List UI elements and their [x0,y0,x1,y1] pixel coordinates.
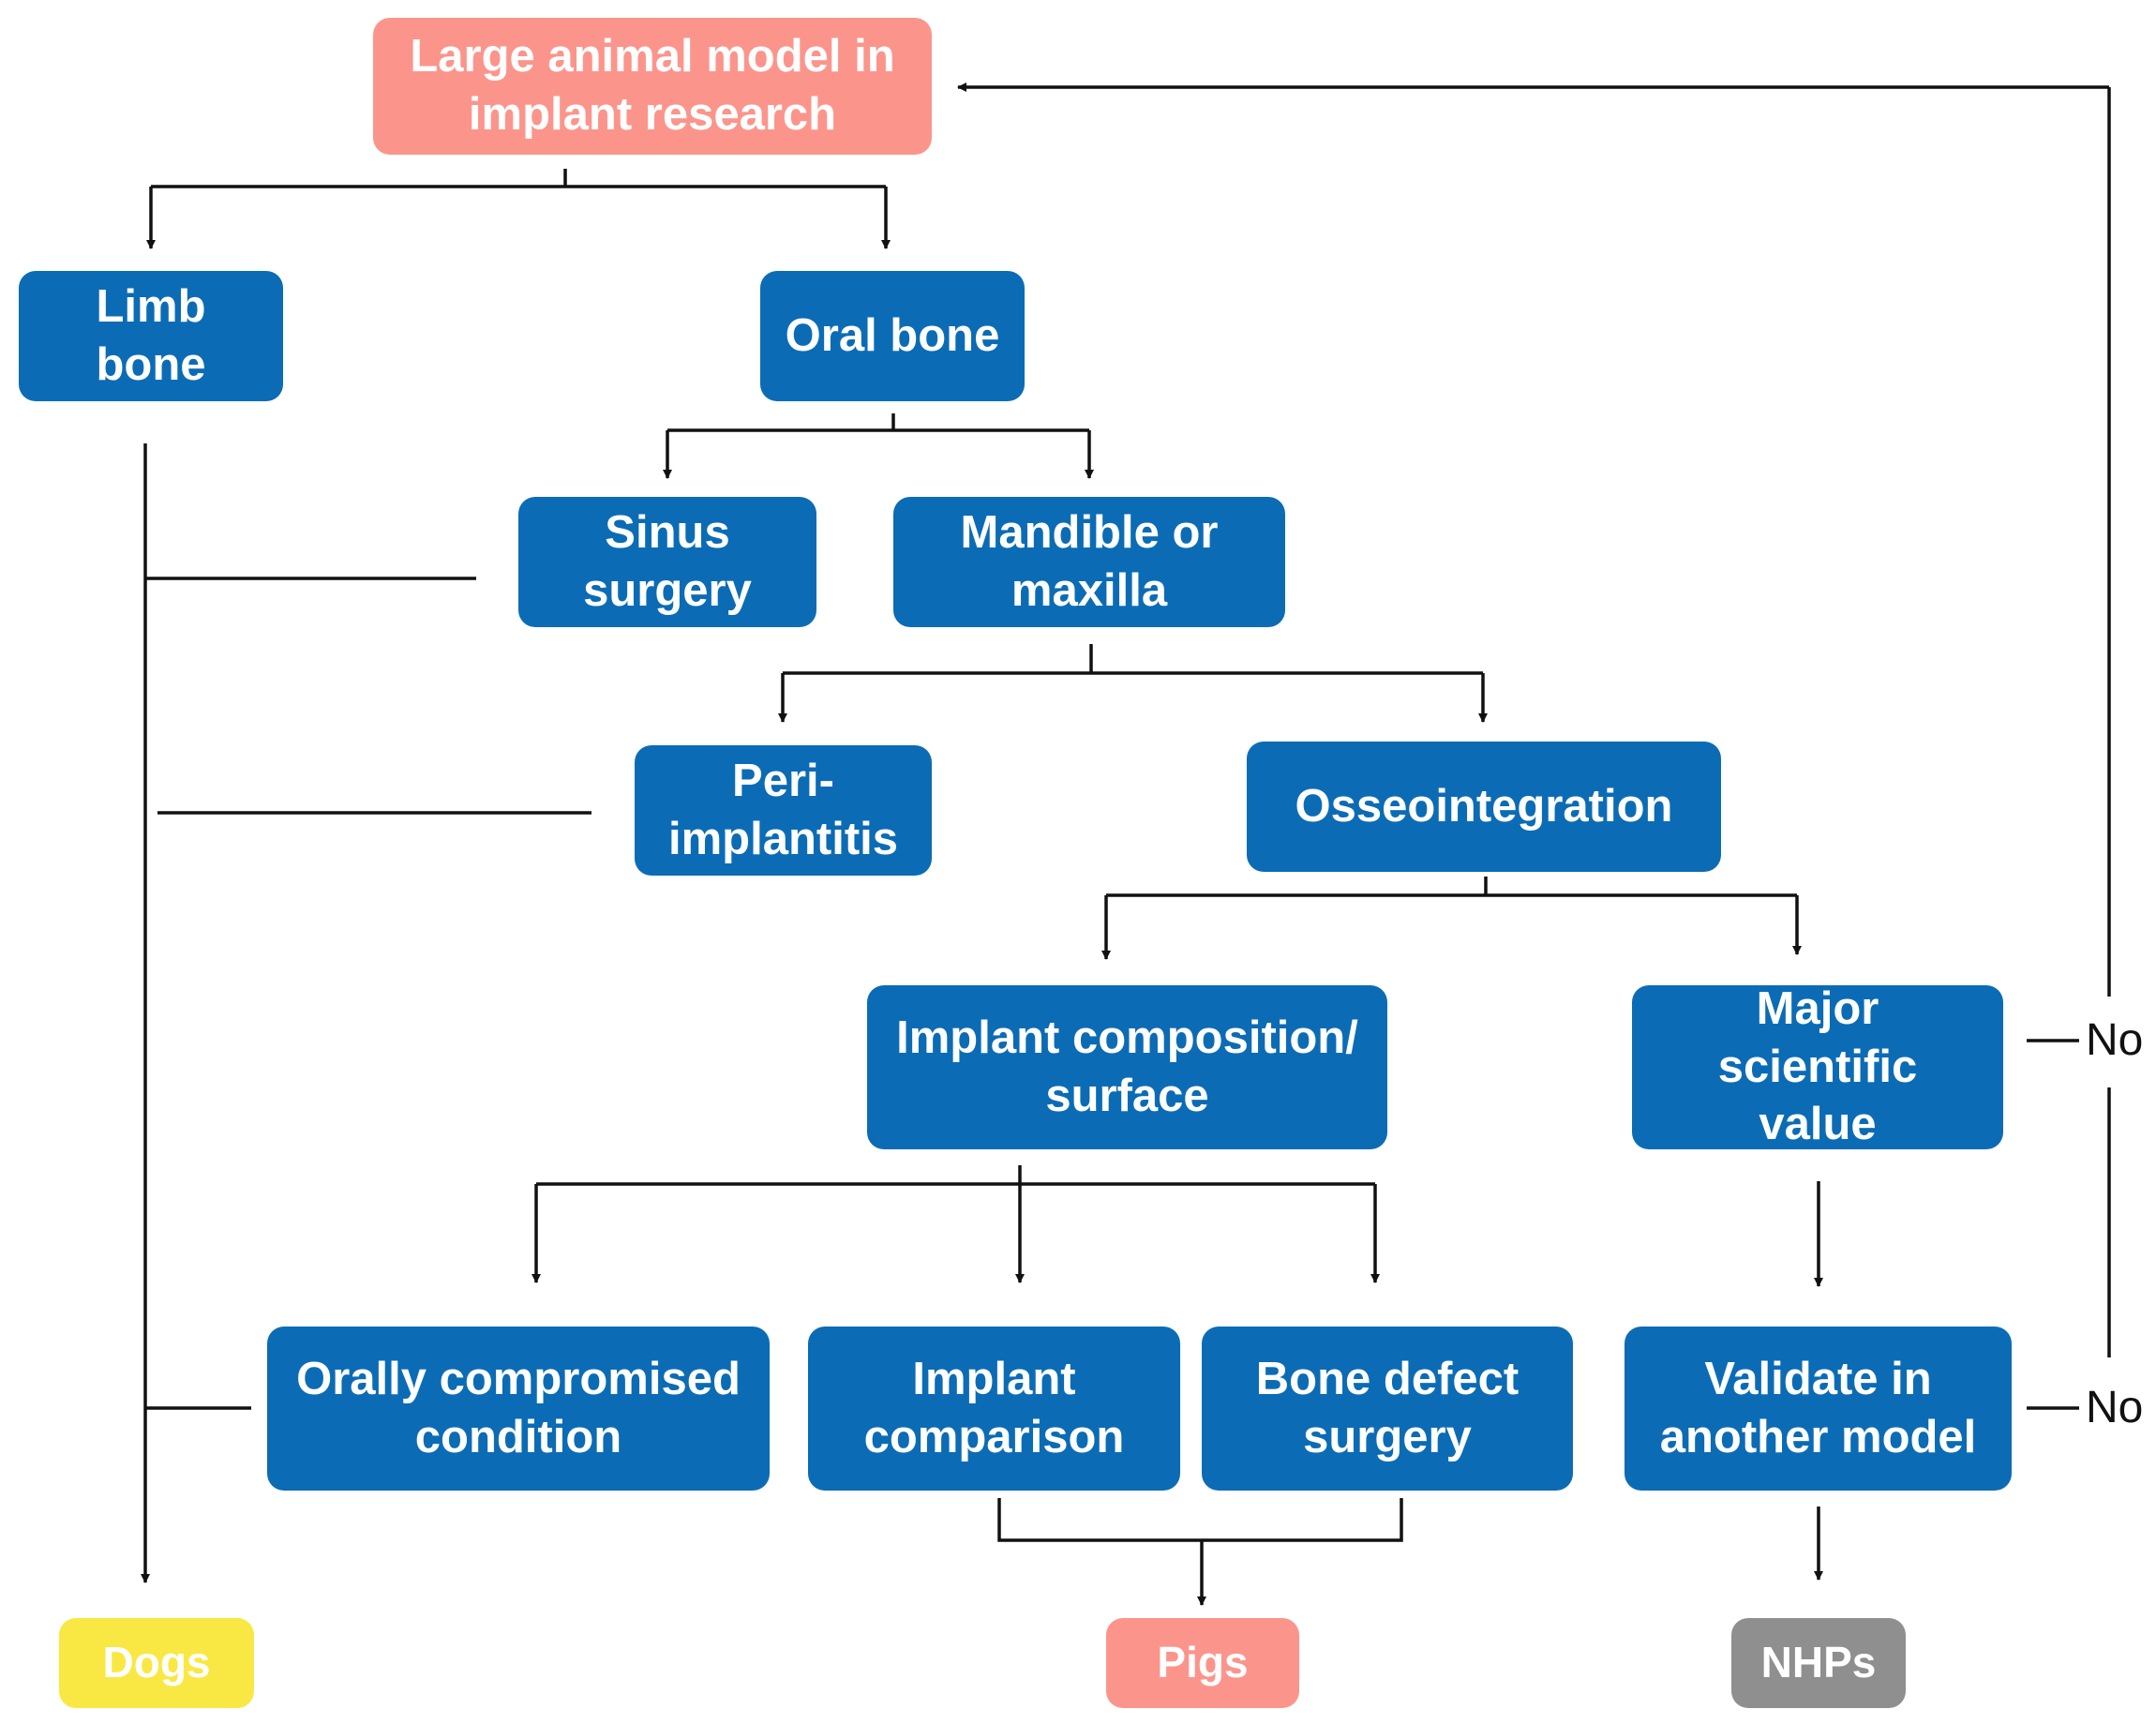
no-label-validate: No [2086,1383,2144,1432]
dogs-box: Dogs [59,1618,254,1708]
major-scientific-value-box: Major scientific value [1632,983,2003,1149]
mandible-maxilla-box: Mandible or maxilla [893,497,1285,627]
implant-comparison-box: Implant comparison [808,1327,1180,1491]
implant-composition-box: Implant composition/ surface [867,985,1387,1149]
no-label-major: No [2086,1015,2144,1065]
orally-compromised-box: Orally compromised condition [267,1327,770,1491]
validate-model-box: Validate in another model [1624,1327,2012,1491]
limb-bone-box: Limb bone [19,271,283,401]
nhps-box: NHPs [1731,1618,1906,1708]
peri-implantitis-box: Peri- implantitis [635,745,932,876]
sinus-surgery-box: Sinus surgery [518,497,816,627]
connector-pigs-merge [997,1498,1403,1542]
root-box: Large animal model in implant research [373,18,932,155]
osseointegration-box: Osseointegration [1247,742,1721,872]
oral-bone-box: Oral bone [760,271,1025,401]
bone-defect-surgery-box: Bone defect surgery [1202,1327,1573,1491]
pigs-box: Pigs [1106,1618,1299,1708]
